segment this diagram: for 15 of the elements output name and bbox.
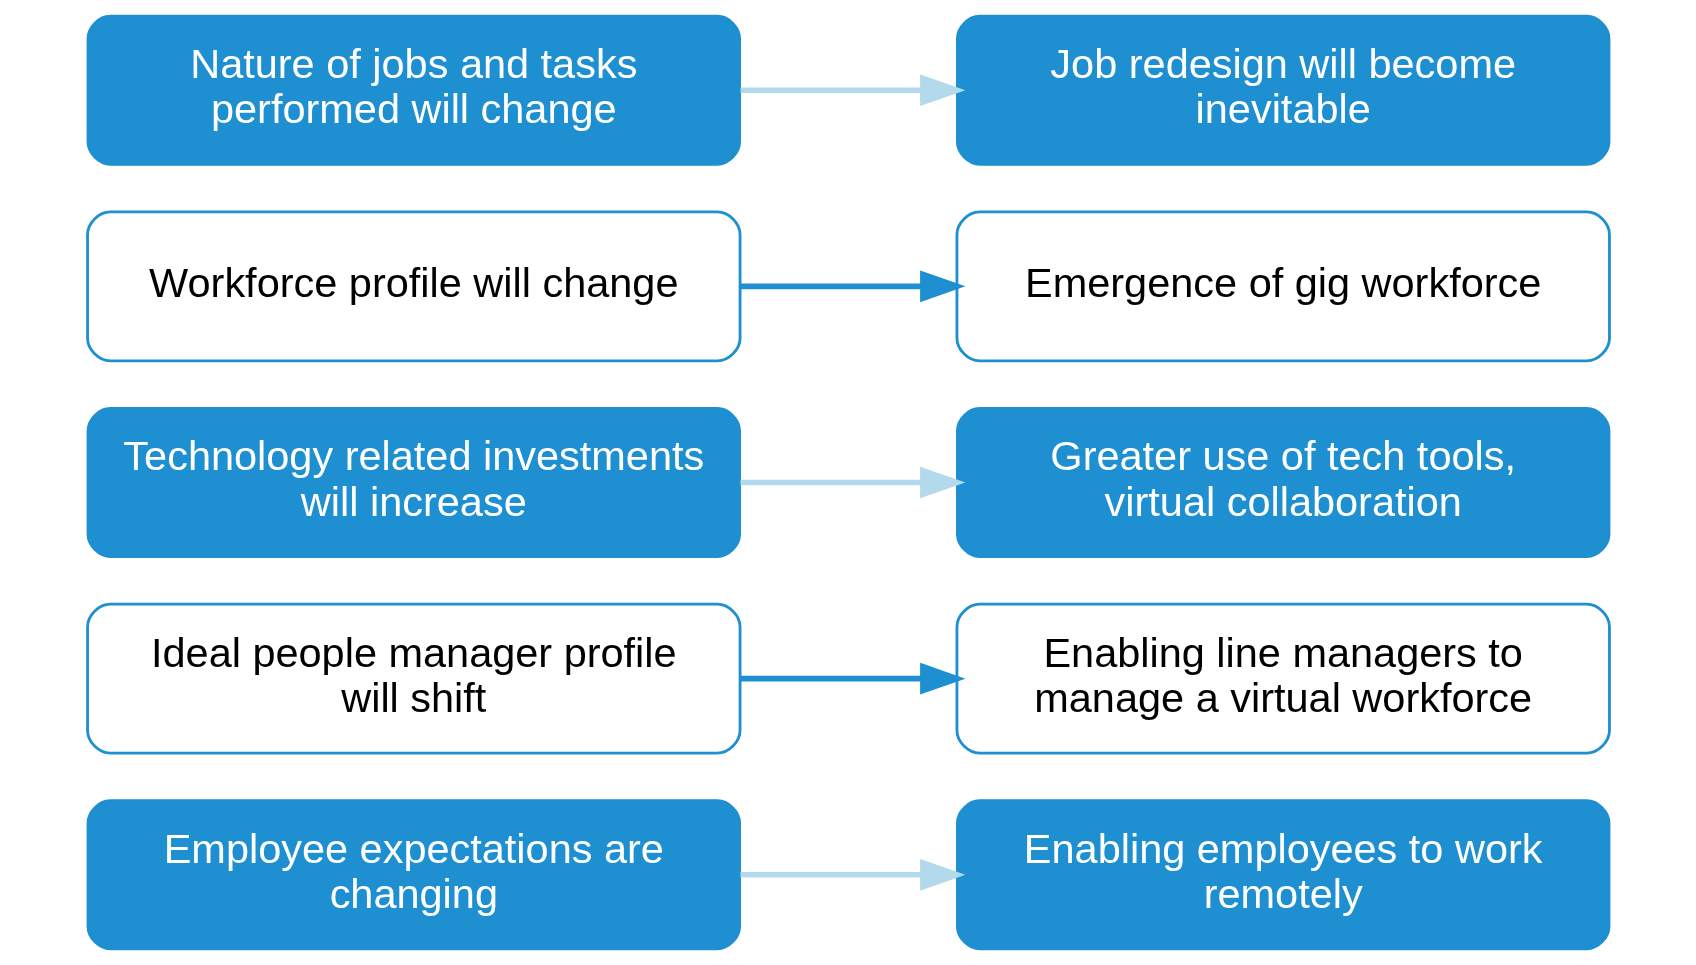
node-box: Greater use of tech tools, virtual collaboration <box>955 407 1610 558</box>
node-box: Nature of jobs and tasks performed will change <box>86 14 741 166</box>
node-box: Enabling line managers to manage a virtual workforce <box>955 602 1611 755</box>
arrow <box>740 74 965 107</box>
node-box: Job redesign will become inevitable <box>955 14 1610 166</box>
node-box: Enabling employees to work remotely <box>955 799 1610 951</box>
arrow <box>740 662 965 695</box>
arrow <box>740 858 965 891</box>
node-box: Employee expectations are changing <box>86 799 741 951</box>
node-box: Ideal people manager profile will shift <box>85 602 741 755</box>
arrow <box>740 466 965 499</box>
node-box: Workforce profile will change <box>85 210 741 363</box>
node-box: Emergence of gig workforce <box>955 210 1611 363</box>
node-box: Technology related investments will increase <box>86 407 741 558</box>
arrow <box>740 270 965 303</box>
